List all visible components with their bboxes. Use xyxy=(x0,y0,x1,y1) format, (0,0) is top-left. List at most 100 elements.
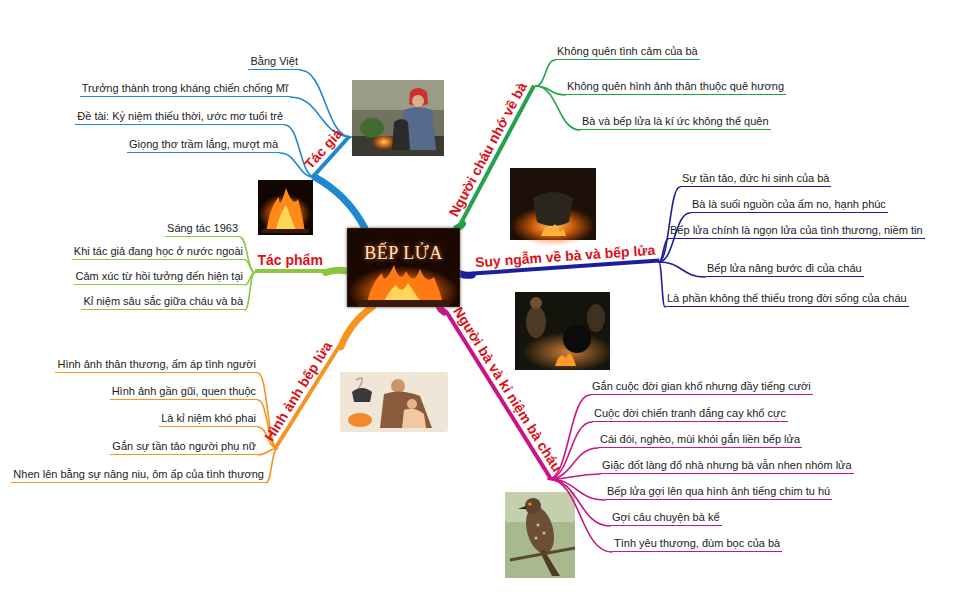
hearth-photo-part xyxy=(563,325,591,353)
leaf-topic: Đề tài: Kỷ niệm thiếu thời, ước mơ tuổi … xyxy=(75,110,285,125)
fire-shape xyxy=(358,300,449,306)
grandmother-child-illustration-part xyxy=(348,413,372,427)
leaf-topic: Nhen lên bằng sự nâng niu, ôm ấp của tìn… xyxy=(11,468,266,483)
pot-on-fire-photo-part xyxy=(533,192,573,226)
leaf-topic: Gắn cuộc đời gian khổ nhưng đầy tiếng cư… xyxy=(590,380,813,395)
cuckoo-bird-photo-part xyxy=(525,498,541,514)
leaf-topic: Tình yêu thương, đùm bọc của bà xyxy=(612,537,782,552)
branch-title: Suy ngẫm về bà và bếp lửa xyxy=(474,241,655,270)
leaf-text: Bà và bếp lửa là kí ức không thể quên xyxy=(582,115,769,127)
grandmother-photo-part xyxy=(352,80,444,110)
leaf-text: Bằng Việt xyxy=(250,55,298,67)
leaf-text: Kỉ niệm sâu sắc giữa cháu và bà xyxy=(83,295,243,307)
cuckoo-bird-photo-part xyxy=(535,537,538,540)
cuckoo-bird-photo-part xyxy=(518,506,526,509)
leaf-topic: Bếp lửa nâng bước đi của cháu xyxy=(705,262,864,277)
main-branch-line xyxy=(341,307,372,347)
leaf-topic: Gắn sự tần tảo người phụ nữ xyxy=(110,440,258,455)
leaf-text: Khi tác giả đang học ở nước ngoài xyxy=(74,245,243,257)
leaf-text: Hình ảnh gần gũi, quen thuộc xyxy=(112,385,256,397)
leaf-topic: Khi tác giả đang học ở nước ngoài xyxy=(72,245,245,260)
grandmother-child-illustration-part xyxy=(402,409,426,428)
fire-shape xyxy=(348,266,459,306)
leaf-text: Sáng tác 1963 xyxy=(167,222,238,234)
sub-branch-line xyxy=(659,213,690,262)
leaf-text: Cái đói, nghèo, mùi khói gắn liền bếp lử… xyxy=(600,433,800,445)
leaf-text: Trưởng thành trong kháng chiến chống Mĩ xyxy=(82,82,288,94)
leaf-text: Bà là suối nguồn của ấm no, hạnh phúc xyxy=(692,198,886,210)
central-topic: BẾP LỬA xyxy=(347,228,460,307)
grandmother-photo-part xyxy=(352,80,444,156)
grandmother-photo-part xyxy=(409,88,428,106)
leaf-text: Bếp lửa nâng bước đi của cháu xyxy=(707,262,862,274)
leaf-topic: Cái đói, nghèo, mùi khói gắn liền bếp lử… xyxy=(598,433,802,448)
leaf-topic: Sự tần tảo, đức hi sinh của bà xyxy=(680,172,831,187)
sub-branch-line xyxy=(266,448,277,483)
leaf-text: Sự tần tảo, đức hi sinh của bà xyxy=(682,172,829,184)
sub-branch-line xyxy=(290,97,351,137)
branch-topic: Tác phẩm xyxy=(255,252,326,273)
leaf-topic: Bếp lửa gợi lên qua hình ảnh tiếng chim … xyxy=(605,485,832,500)
main-branch-line xyxy=(326,270,347,272)
pot-on-fire-photo xyxy=(510,168,596,246)
leaf-text: Tình yêu thương, đùm bọc của bà xyxy=(614,537,780,549)
sub-branch-line xyxy=(659,239,668,262)
leaf-text: Bếp lửa chính là ngọn lửa của tình thươn… xyxy=(670,224,923,236)
central-title: BẾP LỬA xyxy=(348,243,459,264)
branch-topic: Tác giả xyxy=(299,123,351,177)
leaf-topic: Kỉ niệm sâu sắc giữa cháu và bà xyxy=(81,295,245,310)
sub-branch-line xyxy=(536,86,580,130)
leaf-text: Là phần không thể thiếu trong đời sống c… xyxy=(667,292,907,304)
leaf-text: Đề tài: Kỷ niệm thiếu thời, ước mơ tuổi … xyxy=(77,110,283,122)
sub-branch-line xyxy=(245,273,255,311)
leaf-topic: Là phần không thể thiếu trong đời sống c… xyxy=(665,292,909,307)
leaf-topic: Là kỉ niệm khó phai xyxy=(159,412,258,427)
branch-title: Tác giả xyxy=(301,125,345,172)
fire-illustration xyxy=(348,229,459,306)
leaf-topic: Hình ảnh gần gũi, quen thuộc xyxy=(110,385,258,400)
leaf-topic: Cảm xúc từ hồi tưởng đến hiện tại xyxy=(74,270,245,285)
leaf-text: Gợi câu chuyện bà kể xyxy=(612,511,720,523)
leaf-topic: Cuộc đời chiến tranh đắng cay khổ cực xyxy=(592,407,788,422)
grandmother-child-illustration-part xyxy=(352,388,372,402)
leaf-topic: Gợi câu chuyện bà kể xyxy=(610,511,722,526)
leaf-text: Giọng thơ trầm lắng, mượt mà xyxy=(129,138,278,150)
campfire-photo-part xyxy=(275,205,297,233)
leaf-text: Không quên tình cảm của bà xyxy=(557,45,698,57)
grandmother-child-illustration xyxy=(340,372,448,432)
main-branch-line xyxy=(315,177,365,228)
leaf-topic: Trưởng thành trong kháng chiến chống Mĩ xyxy=(80,82,290,97)
cuckoo-bird-photo-part xyxy=(505,492,575,578)
grandmother-child-illustration-part xyxy=(380,391,432,428)
leaf-text: Cảm xúc từ hồi tưởng đến hiện tại xyxy=(76,270,243,282)
fire-shape xyxy=(366,265,444,306)
leaf-topic: Bà là suối nguồn của ấm no, hạnh phúc xyxy=(690,198,888,213)
leaf-text: Bếp lửa gợi lên qua hình ảnh tiếng chim … xyxy=(607,485,830,497)
branch-title: Hình ảnh bếp lửa xyxy=(261,338,335,443)
sub-branch-line xyxy=(659,262,705,277)
leaf-topic: Hình ảnh thân thương, ấm áp tình người xyxy=(55,358,258,373)
leaf-topic: Bà và bếp lửa là kí ức không thể quên xyxy=(580,115,771,130)
leaf-topic: Bếp lửa chính là ngọn lửa của tình thươn… xyxy=(668,224,925,239)
grandmother-child-illustration-part xyxy=(407,399,417,409)
sub-branch-line xyxy=(548,479,612,552)
grandmother-photo-part xyxy=(392,119,410,150)
cuckoo-bird-photo-part xyxy=(528,502,531,505)
main-branch-line xyxy=(439,307,444,312)
leaf-topic: Sáng tác 1963 xyxy=(165,222,240,237)
grandmother-child-illustration-part xyxy=(391,379,405,393)
cuckoo-bird-photo-part xyxy=(543,532,546,535)
sub-branch-line xyxy=(548,474,600,479)
leaf-text: Không quên hình ảnh thân thuộc quê hương xyxy=(567,80,784,92)
campfire-photo-part xyxy=(266,188,305,233)
leaf-text: Hình ảnh thân thương, ấm áp tình người xyxy=(57,358,256,370)
campfire-photo-part xyxy=(262,229,309,233)
hearth-photo-part xyxy=(587,304,605,332)
sub-branch-line xyxy=(536,60,555,86)
campfire-photo xyxy=(258,180,313,235)
leaf-text: Nhen lên bằng sự nâng niu, ôm ấp của tìn… xyxy=(13,468,264,480)
leaf-topic: Không quên hình ảnh thân thuộc quê hương xyxy=(565,80,786,95)
sub-branch-line xyxy=(548,479,605,500)
cuckoo-bird-photo-part xyxy=(510,548,575,560)
